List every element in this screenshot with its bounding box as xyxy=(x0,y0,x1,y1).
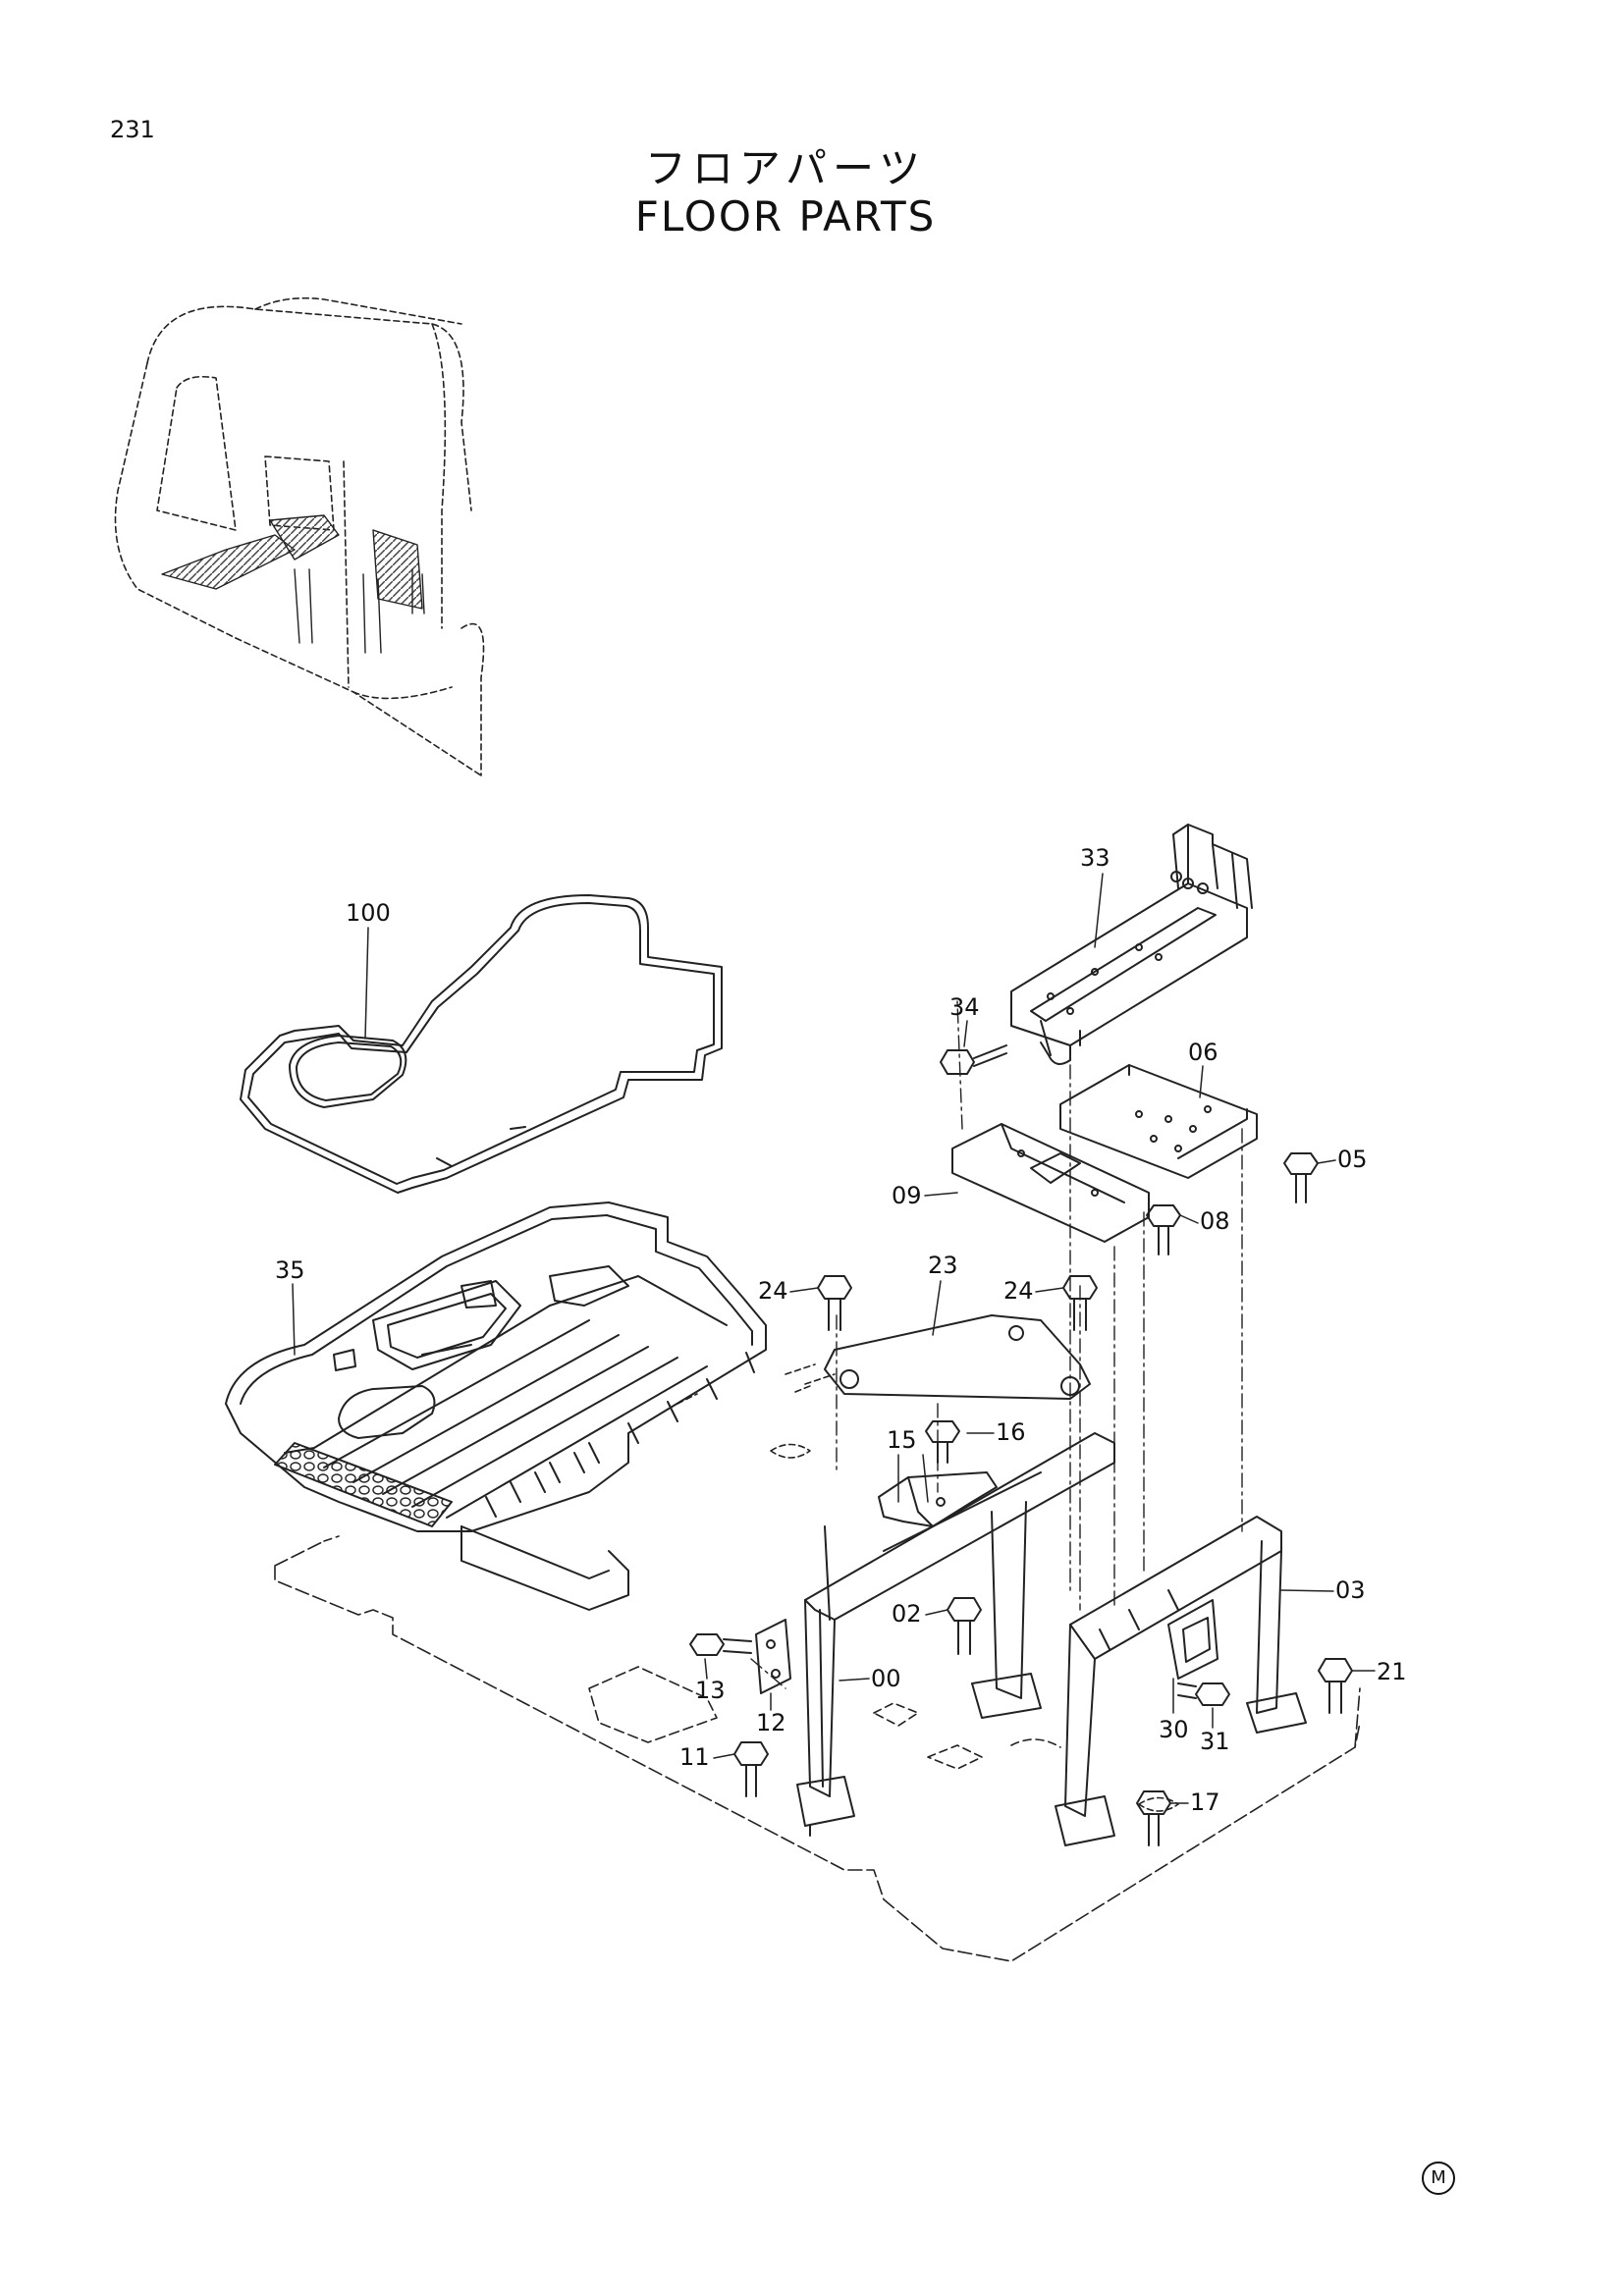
callout-05: 05 xyxy=(1337,1146,1368,1173)
title-english: FLOOR PARTS xyxy=(634,192,937,240)
bolt-part-13 xyxy=(689,1633,752,1656)
bolt-part-05 xyxy=(1283,1152,1319,1203)
plate-part-06 xyxy=(1059,1064,1258,1179)
bolt-part-21 xyxy=(1318,1658,1353,1714)
callout-02: 02 xyxy=(892,1600,922,1628)
callout-34: 34 xyxy=(949,993,980,1021)
callout-00: 00 xyxy=(871,1665,901,1692)
catch-part-30 xyxy=(1167,1599,1218,1680)
title-japanese: フロアパーツ xyxy=(644,144,927,192)
bolt-part-16 xyxy=(925,1420,960,1464)
stand-part-03 xyxy=(1055,1516,1307,1846)
page-number: 231 xyxy=(110,116,155,143)
cab-overview xyxy=(114,296,485,776)
callout-17: 17 xyxy=(1190,1789,1220,1816)
bolt-part-02 xyxy=(947,1597,982,1655)
callout-16: 16 xyxy=(996,1418,1026,1446)
bracket-part-33 xyxy=(1010,824,1253,1065)
plate-part-12 xyxy=(755,1619,791,1694)
alignment-lines xyxy=(750,1000,1243,1689)
callout-35: 35 xyxy=(275,1256,305,1284)
callout-31: 31 xyxy=(1200,1728,1230,1755)
callout-13: 13 xyxy=(695,1677,726,1704)
bolt-part-08 xyxy=(1146,1204,1181,1255)
cab-floor-detail xyxy=(161,514,425,654)
floor-mat-part-100 xyxy=(240,894,723,1194)
callout-24-left: 24 xyxy=(758,1277,788,1305)
bolt-part-34 xyxy=(940,1044,1007,1075)
plate-part-23 xyxy=(824,1314,1091,1400)
callout-06: 06 xyxy=(1188,1039,1218,1066)
callout-21: 21 xyxy=(1377,1658,1407,1685)
bolt-part-24-left xyxy=(817,1275,852,1331)
bolt-part-31 xyxy=(1177,1682,1230,1706)
floor-panel-part-35 xyxy=(225,1201,767,1611)
callout-labels: 100 33 34 06 05 09 08 35 23 24 24 15 16 … xyxy=(275,844,1407,1816)
callout-24-right: 24 xyxy=(1003,1277,1034,1305)
leader-lines xyxy=(292,873,1376,1804)
callout-30: 30 xyxy=(1159,1716,1189,1743)
plate-part-09 xyxy=(951,1123,1150,1243)
callout-33: 33 xyxy=(1080,844,1110,872)
callout-03: 03 xyxy=(1335,1576,1366,1604)
callout-12: 12 xyxy=(756,1709,786,1736)
bracket-part-15 xyxy=(878,1471,998,1527)
callout-23: 23 xyxy=(928,1252,958,1279)
callout-09: 09 xyxy=(892,1182,922,1209)
bolt-part-17 xyxy=(1136,1790,1171,1846)
callout-100: 100 xyxy=(346,899,391,927)
bolt-part-11 xyxy=(733,1741,769,1797)
callout-15: 15 xyxy=(887,1426,917,1454)
base-floor-plate xyxy=(274,1363,1361,1962)
callout-08: 08 xyxy=(1200,1207,1230,1235)
stand-part-00 xyxy=(796,1432,1115,1837)
manufacturer-mark: M xyxy=(1422,2162,1455,2195)
callout-11: 11 xyxy=(679,1743,710,1771)
